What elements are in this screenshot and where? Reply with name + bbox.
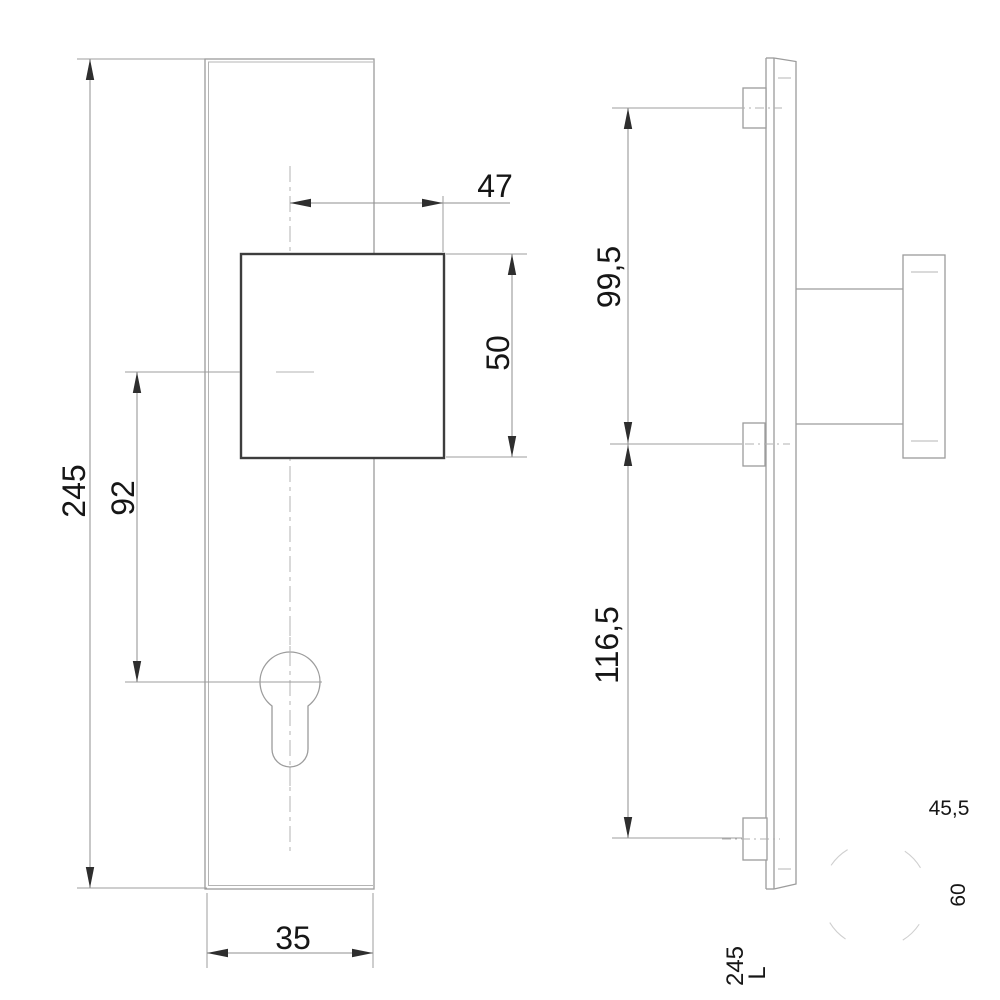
- dim-label-245: 245: [56, 464, 92, 517]
- dim-arrow-left: [207, 948, 228, 958]
- dim-arrow-right: [352, 948, 373, 958]
- dim-arrow-down: [85, 867, 95, 888]
- dim-arrow-right: [422, 198, 443, 208]
- dim-label-116-5: 116,5: [589, 606, 625, 684]
- front-plate-inner-edge: [208, 61, 373, 886]
- dim-label-92: 92: [105, 480, 141, 516]
- dim-label-99-5: 99,5: [591, 246, 627, 308]
- dim-arrow-up: [623, 445, 633, 466]
- label-60: 60: [947, 883, 970, 906]
- dim-upper-spacing: 99,5: [591, 107, 742, 445]
- keyhole-euro-profile: [259, 651, 321, 768]
- dim-knob-offset: 47: [290, 168, 513, 252]
- dim-arrow-up: [623, 108, 633, 129]
- faint-knob-circle: [821, 841, 929, 949]
- dim-center-distance: 92: [105, 371, 322, 683]
- side-view: 99,5 116,5: [589, 57, 946, 890]
- front-view: 245 92 47 50: [56, 58, 527, 968]
- label-245-small: 245: [722, 946, 749, 986]
- dim-plate-width: 35: [206, 893, 374, 968]
- margin-annotations: 45,5 60 245 L: [722, 797, 970, 986]
- dim-arrow-up: [507, 254, 517, 275]
- side-cover-profile: [773, 57, 797, 890]
- dim-arrow-up: [85, 59, 95, 80]
- label-45-5: 45,5: [929, 797, 970, 820]
- dim-arrow-down: [623, 817, 633, 838]
- label-handing-l: L: [744, 966, 771, 979]
- dim-arrow-left: [290, 198, 311, 208]
- dim-arrow-up: [132, 372, 142, 393]
- dim-arrow-down: [132, 661, 142, 682]
- dim-label-47: 47: [477, 168, 513, 204]
- front-plate-outline: [204, 58, 375, 890]
- dim-arrow-down: [623, 422, 633, 443]
- dim-arrow-down: [507, 436, 517, 457]
- dim-plate-height: 245: [56, 58, 207, 889]
- dim-knob-size: 50: [446, 253, 527, 458]
- knob-face-profile: [902, 254, 946, 459]
- front-knob-square: [239, 252, 446, 460]
- dim-lower-spacing: 116,5: [589, 444, 742, 839]
- dim-label-50: 50: [480, 335, 516, 371]
- dim-label-35: 35: [275, 920, 311, 956]
